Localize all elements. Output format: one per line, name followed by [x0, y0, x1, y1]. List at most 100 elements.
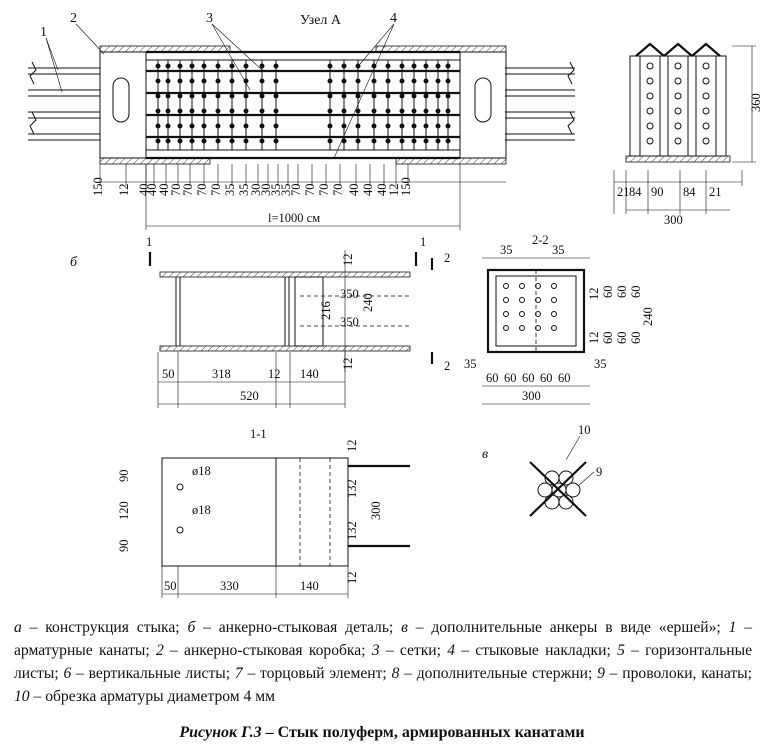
caption-key: б — [187, 619, 196, 636]
bolt-hole — [551, 325, 557, 331]
mesh-node — [165, 93, 171, 99]
mesh-node — [243, 138, 249, 144]
top-dim: 150 — [399, 177, 413, 196]
mesh-node — [445, 93, 451, 99]
bolt-hole — [519, 325, 525, 331]
section-bottom-dim: 84 — [683, 185, 696, 199]
node-title: Узел А — [300, 13, 342, 28]
top-dim: 35 — [237, 184, 251, 197]
bolt-hole — [535, 311, 541, 317]
cable-hole — [646, 107, 654, 115]
mesh-node — [399, 108, 405, 114]
cable-hole — [702, 77, 710, 85]
mesh-node — [327, 78, 333, 84]
mesh-node — [385, 63, 391, 69]
top-dim: 40 — [361, 184, 375, 197]
caption-key: 8 — [391, 665, 400, 682]
cable-hole — [674, 77, 682, 85]
mesh-node — [201, 78, 207, 84]
cable-hole — [646, 122, 654, 130]
mesh-node — [435, 138, 441, 144]
callout-1: 1 — [40, 25, 47, 40]
callout-9: 9 — [596, 465, 602, 479]
mesh-node — [165, 138, 171, 144]
right-dim-2-2: 60 — [615, 286, 629, 299]
mesh-node — [215, 108, 221, 114]
section-bottom-dim: 84 — [629, 185, 642, 199]
bottom-dim-1-1: 140 — [300, 579, 319, 593]
mesh-node — [155, 123, 161, 129]
bolt-hole — [551, 297, 557, 303]
bottom-dim-2-2: 35 — [594, 357, 607, 371]
mesh-node — [243, 108, 249, 114]
section-bottom-dim: 21 — [617, 185, 630, 199]
mesh-node — [327, 123, 333, 129]
mesh-node — [355, 108, 361, 114]
mesh-node — [411, 138, 417, 144]
caption-text: – анкерно-стыковая коробка; — [163, 642, 372, 659]
right-dim-2-2: 60 — [629, 332, 643, 345]
mesh-node — [189, 138, 195, 144]
mesh-node — [177, 108, 183, 114]
mesh-node — [355, 123, 361, 129]
bottom-dim-1-1: 330 — [220, 579, 239, 593]
mesh-node — [155, 63, 161, 69]
top-dim: 70 — [181, 184, 195, 197]
mesh-node — [201, 108, 207, 114]
top-dim: 70 — [209, 184, 223, 197]
right-dim-2-2: 60 — [601, 332, 615, 345]
top-dim: 40 — [375, 184, 389, 197]
cable-hole — [646, 92, 654, 100]
figure-title: Рисунок Г.3 – Стык полуферм, армированны… — [0, 724, 764, 742]
mesh-node — [155, 138, 161, 144]
mesh-node — [327, 108, 333, 114]
anchor-right-dim: 216 — [319, 301, 333, 320]
right-dim-1-1: 132 — [345, 521, 359, 540]
mesh-node — [371, 93, 377, 99]
mesh-node — [435, 63, 441, 69]
mesh-node — [423, 78, 429, 84]
bolt-hole — [551, 311, 557, 317]
caption-key: 3 — [371, 642, 380, 659]
cable-hole — [646, 137, 654, 145]
top-dim: 150 — [91, 177, 105, 196]
mesh-node — [399, 123, 405, 129]
mesh-node — [423, 63, 429, 69]
callout-3: 3 — [206, 11, 213, 26]
mesh-node — [273, 138, 279, 144]
mesh-node — [189, 108, 195, 114]
mesh-node — [177, 138, 183, 144]
mesh-node — [165, 123, 171, 129]
mesh-node — [229, 93, 235, 99]
caption-key: 7 — [234, 665, 243, 682]
bolt-hole — [503, 297, 509, 303]
view-letter-b: б — [70, 255, 78, 270]
total-length: l=1000 см — [268, 211, 320, 225]
caption-key: 4 — [447, 642, 455, 659]
bolt-hole — [535, 297, 541, 303]
right-dim-1-1: 12 — [345, 572, 359, 585]
mesh-node — [327, 93, 333, 99]
bottom-dim-2-2: 60 — [522, 371, 535, 385]
top-dim: 70 — [331, 184, 345, 197]
mesh-node — [341, 123, 347, 129]
mesh-node — [371, 123, 377, 129]
mesh-node — [229, 138, 235, 144]
mesh-node — [423, 138, 429, 144]
right-dim-2-2: 60 — [601, 286, 615, 299]
anchor-bottom-dim: 140 — [300, 367, 319, 381]
top-dim: 12 — [387, 184, 401, 197]
mesh-node — [259, 78, 265, 84]
caption-text: – торцовый элемент; — [242, 665, 392, 682]
mesh-node — [423, 123, 429, 129]
mesh-node — [385, 93, 391, 99]
caption-key: 9 — [597, 665, 605, 682]
bolt-hole — [519, 297, 525, 303]
mesh-node — [399, 78, 405, 84]
left-dim-1-1: 90 — [117, 470, 131, 483]
view-letter-v: в — [482, 447, 488, 462]
mesh-node — [189, 78, 195, 84]
mesh-node — [165, 108, 171, 114]
mesh-node — [385, 138, 391, 144]
